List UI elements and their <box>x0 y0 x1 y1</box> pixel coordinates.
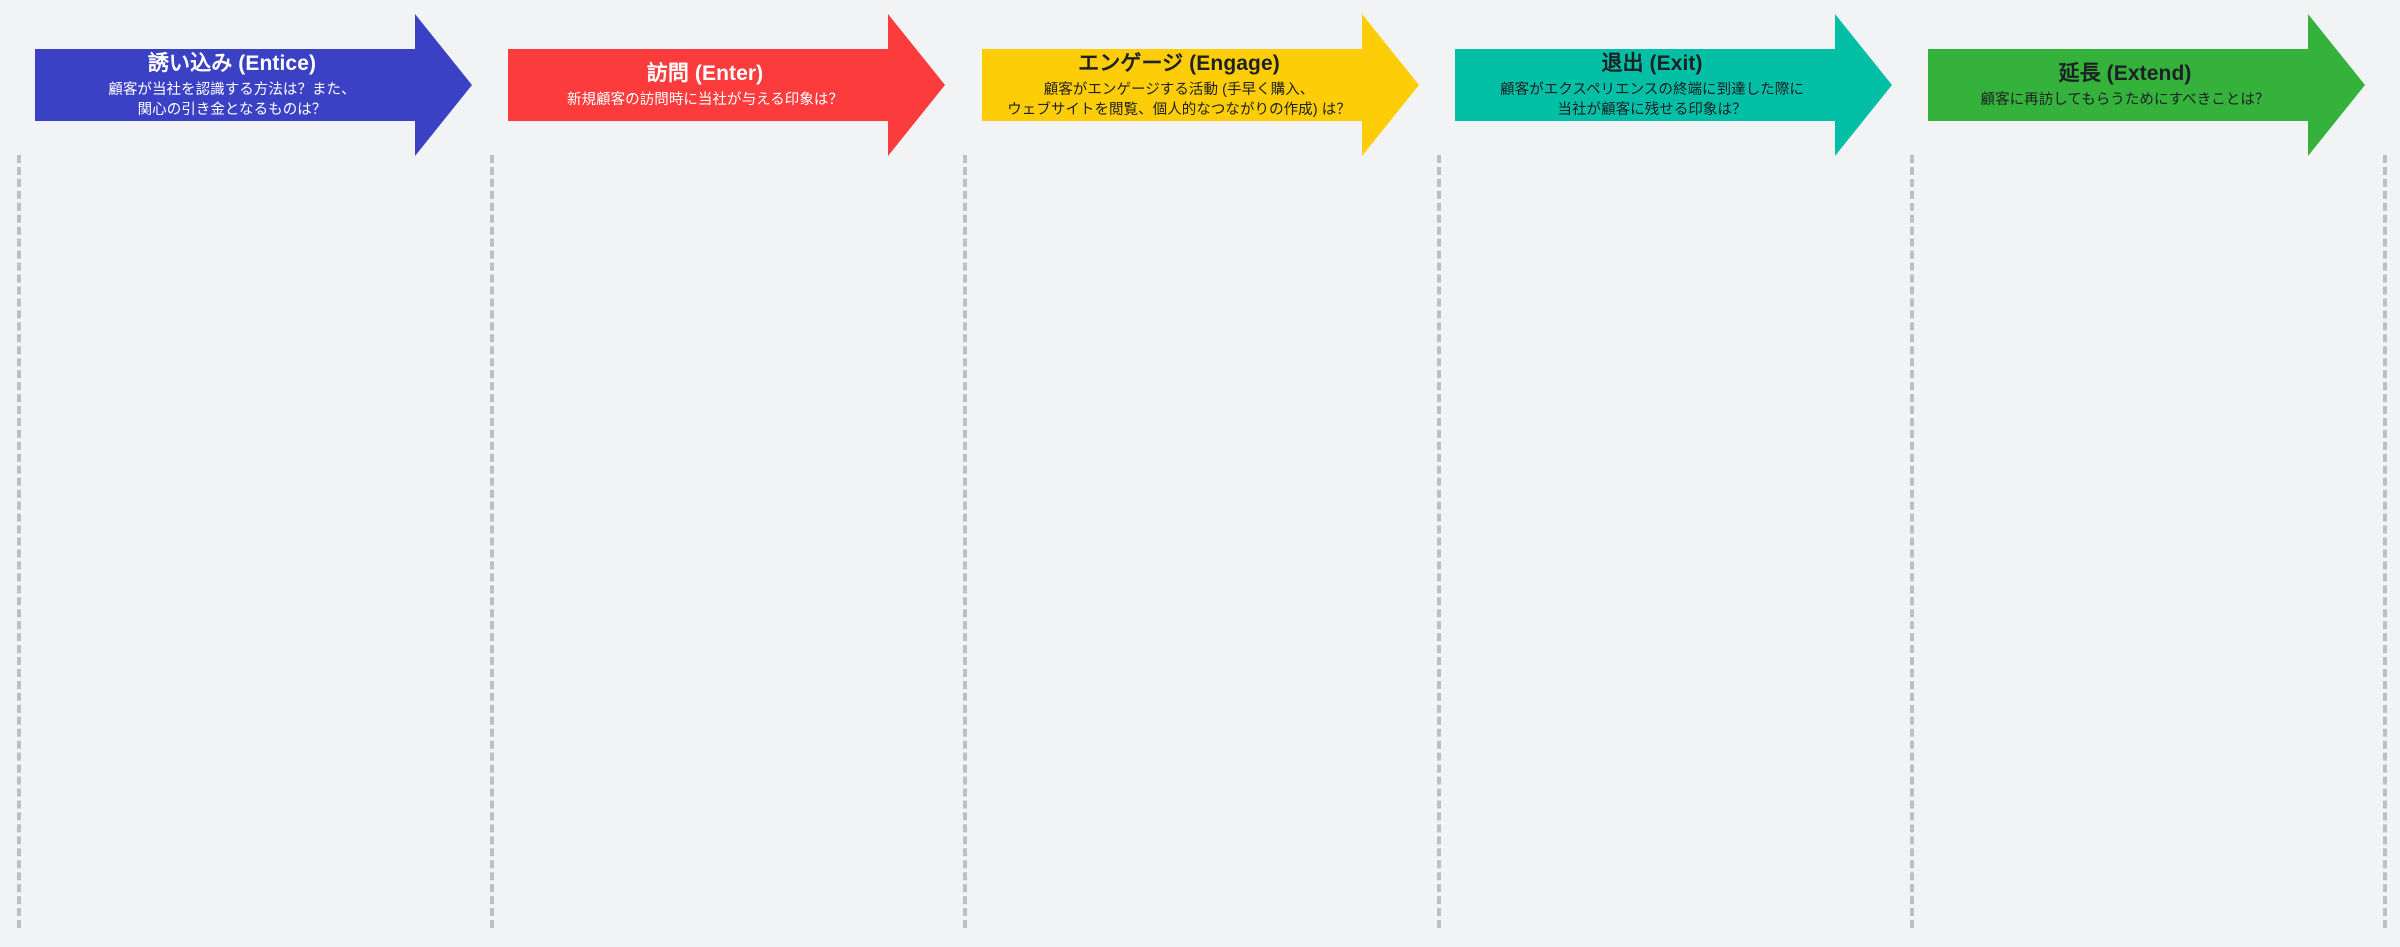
arrow-shape-extend <box>1928 14 2365 156</box>
lane-dropzone-extend[interactable] <box>1914 160 2383 925</box>
stage-arrow-entice[interactable]: 誘い込み (Entice)顧客が当社を認識する方法は？また、関心の引き金となるも… <box>35 14 472 156</box>
arrow-shape-exit <box>1455 14 1892 156</box>
arrow-shape-enter <box>508 14 945 156</box>
arrow-shape-entice <box>35 14 472 156</box>
stage-arrow-engage[interactable]: エンゲージ (Engage)顧客がエンゲージする活動 (手早く購入、ウェブサイト… <box>982 14 1419 156</box>
stage-arrow-exit[interactable]: 退出 (Exit)顧客がエクスペリエンスの終端に到達した際に当社が顧客に残せる印… <box>1455 14 1892 156</box>
stage-arrow-extend[interactable]: 延長 (Extend)顧客に再訪してもらうためにすべきことは？ <box>1928 14 2365 156</box>
stage-arrow-enter[interactable]: 訪問 (Enter)新規顧客の訪問時に当社が与える印象は？ <box>508 14 945 156</box>
lane-dropzone-exit[interactable] <box>1441 160 1910 925</box>
lane-dropzone-engage[interactable] <box>967 160 1437 925</box>
lane-dropzone-entice[interactable] <box>21 160 490 925</box>
arrow-shape-engage <box>982 14 1419 156</box>
lane-dropzone-enter[interactable] <box>494 160 963 925</box>
lane-divider-5 <box>2383 155 2387 928</box>
